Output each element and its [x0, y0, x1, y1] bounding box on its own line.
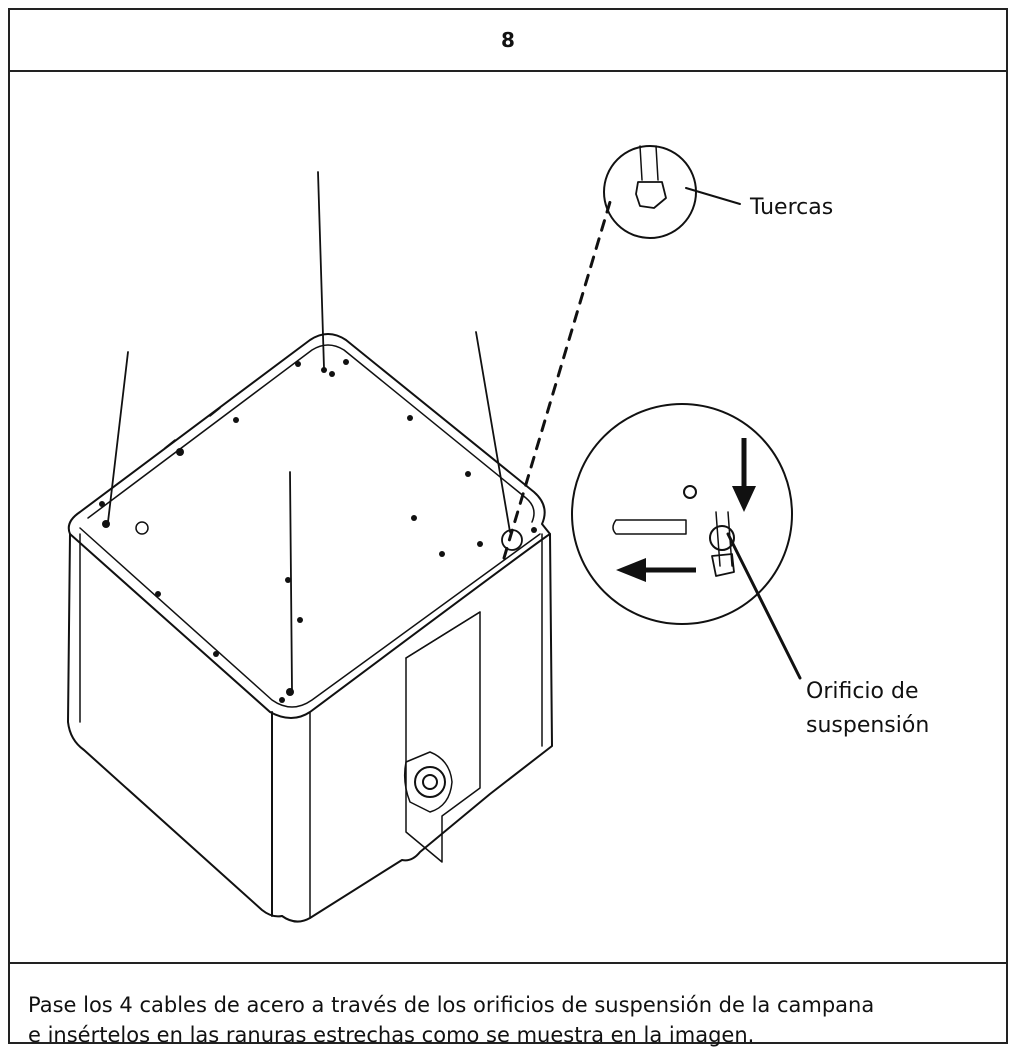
suspension-hole-label-2: suspensión — [806, 713, 929, 738]
instruction-caption: Pase los 4 cables de acero a través de l… — [10, 962, 1006, 1047]
detail-leader — [502, 200, 612, 560]
step-header: 8 — [10, 10, 1006, 72]
suspension-hole-label-1: Orificio de — [806, 679, 919, 704]
assembly-illustration: Tuercas Orificio de suspensión — [10, 72, 1006, 962]
hole-detail — [571, 403, 802, 680]
nut-detail — [603, 145, 741, 239]
arrow-down-icon — [732, 438, 756, 512]
hood-body — [67, 333, 553, 923]
step-number: 8 — [501, 28, 515, 52]
steel-cables — [107, 171, 511, 691]
caption-line-2: e insértelos en las ranuras estrechas co… — [28, 1023, 755, 1047]
screw-holes — [99, 359, 537, 703]
arrow-left-icon — [616, 558, 696, 582]
caption-line-1: Pase los 4 cables de acero a través de l… — [28, 993, 875, 1017]
instruction-card: 8 — [8, 8, 1008, 1047]
hood-diagram: Tuercas Orificio de suspensión — [67, 145, 929, 923]
nuts-label: Tuercas — [749, 195, 833, 220]
